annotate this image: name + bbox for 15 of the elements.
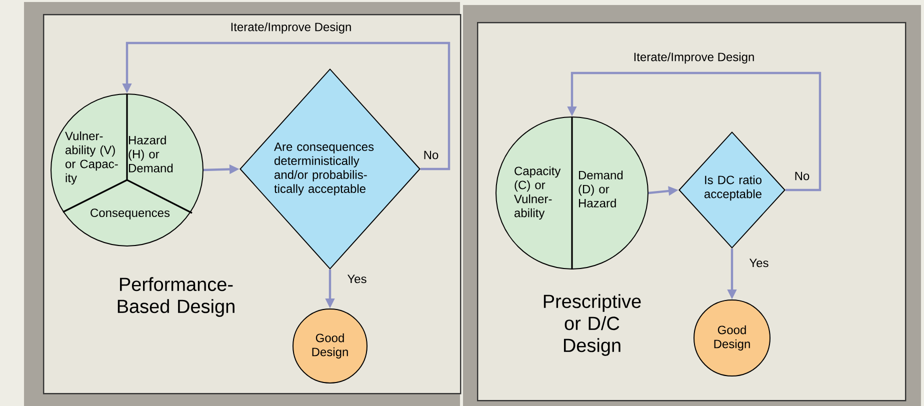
node-text: Consequences [90,208,170,220]
node-text: Is DC ratio acceptable [704,175,762,201]
node-text: Vulner- ability (V) or Capac- ity [65,131,118,185]
edge-label: Yes [748,258,770,268]
node-text: Are consequences deterministically and/or probabilis- tically acceptable [274,142,374,196]
edge-label: Yes [346,274,368,284]
node-text: Capacity (C) or Vulner- ability [514,166,561,220]
node-text: Good Design [714,325,750,351]
loop-label: Iterate/Improve Design [231,22,351,34]
node-text: Demand (D) or Hazard [578,170,623,208]
node-text: Good Design [312,333,348,359]
loop-label: Iterate/Improve Design [634,52,754,64]
node-text: Hazard (H) or Demand [128,136,173,172]
heading-text: Performance-Based Design [118,277,234,317]
heading-text: Prescriptive or D/C Design [544,294,641,356]
